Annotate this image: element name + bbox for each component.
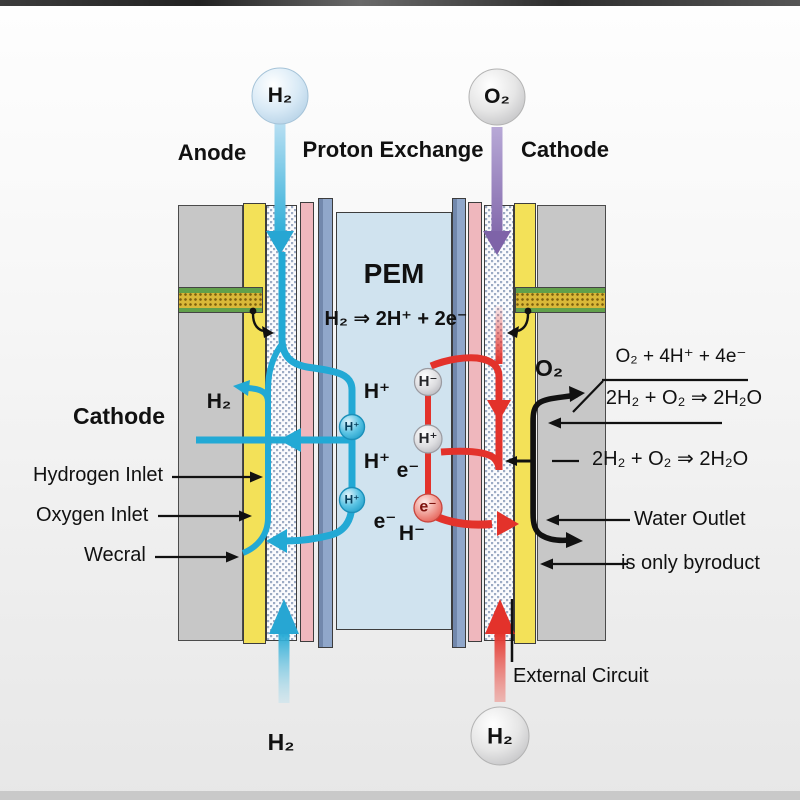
proton-particle-label-2: H⁺ bbox=[344, 492, 360, 507]
anode-electrode-strip bbox=[318, 198, 333, 648]
h2-feed-label: H₂ bbox=[267, 729, 295, 755]
h-minus-label-low: H⁻ bbox=[398, 522, 426, 545]
gasket-green-edge bbox=[179, 307, 262, 312]
e-minus-label-2: e⁻ bbox=[373, 510, 397, 533]
cathode-gasket-band bbox=[515, 287, 606, 313]
h-plus-label-1: H⁺ bbox=[363, 380, 391, 403]
top-edge-strip bbox=[0, 0, 800, 6]
electron-particle-label: e⁻ bbox=[419, 498, 437, 516]
anode-catalyst-layer bbox=[300, 202, 314, 642]
proton-exchange-heading: Proton Exchange bbox=[302, 137, 484, 162]
cathode-electrode-strip bbox=[452, 198, 466, 648]
oxygen-inlet-label: Oxygen Inlet bbox=[36, 504, 149, 526]
cathode-catalyst-layer bbox=[468, 202, 482, 642]
cathode-heading: Cathode bbox=[521, 137, 609, 162]
external-circuit-label: External Circuit bbox=[513, 665, 649, 687]
cathode-current-collector bbox=[514, 203, 536, 644]
gasket-green-edge bbox=[516, 288, 605, 293]
left-cathode-label: Cathode bbox=[73, 403, 165, 429]
hydride-particle-label: H⁻ bbox=[418, 373, 438, 391]
gasket-seal-texture bbox=[179, 292, 262, 308]
cathode-bipolar-plate bbox=[537, 205, 606, 641]
gasket-green-edge bbox=[179, 288, 262, 293]
anode-reaction-equation: H₂ ⇒ 2H⁺ + 2e⁻ bbox=[324, 308, 468, 330]
wecral-label: Wecral bbox=[84, 544, 146, 566]
byproduct-label: is only byroduct bbox=[621, 552, 760, 574]
bottom-edge-strip bbox=[0, 791, 800, 800]
overall-reaction-equation: 2H₂ + O₂ ⇒ 2H₂O bbox=[605, 387, 763, 409]
h2-out-label: H₂ bbox=[206, 390, 232, 413]
h2-top-bubble-label: H₂ bbox=[267, 83, 293, 107]
anode-gas-diffusion-layer bbox=[266, 205, 297, 641]
anode-current-collector bbox=[243, 203, 266, 644]
e-minus-label-1: e⁻ bbox=[396, 459, 420, 482]
proton-particle-silver-label: H⁺ bbox=[418, 430, 438, 448]
anode-heading: Anode bbox=[177, 140, 247, 165]
gasket-green-edge bbox=[516, 307, 605, 312]
overall-reaction-equation-2: 2H₂ + O₂ ⇒ 2H₂O bbox=[592, 448, 749, 470]
anode-bipolar-plate bbox=[178, 205, 243, 641]
pem-title: PEM bbox=[363, 258, 425, 289]
proton-particle-label-1: H⁺ bbox=[344, 419, 360, 434]
o2-product-label: O₂ bbox=[535, 355, 564, 381]
water-outlet-label: Water Outlet bbox=[634, 508, 746, 530]
hydrogen-inlet-label: Hydrogen Inlet bbox=[33, 464, 164, 486]
cathode-reaction-equation: O₂ + 4H⁺ + 4e⁻ bbox=[615, 346, 747, 367]
h-plus-label-2: H⁺ bbox=[363, 450, 391, 473]
o2-top-bubble-label: O₂ bbox=[484, 84, 510, 108]
gasket-seal-texture bbox=[516, 292, 605, 308]
cathode-gas-diffusion-layer bbox=[484, 205, 514, 641]
anode-gasket-band bbox=[178, 287, 263, 313]
h2-bottom-bubble-label: H₂ bbox=[487, 723, 513, 749]
